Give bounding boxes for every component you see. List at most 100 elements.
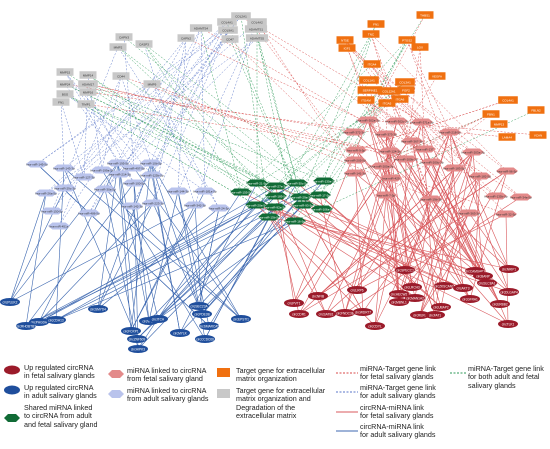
target-gene-degradation-node: MMP16: [79, 88, 97, 96]
adult-mirna-node: hsa-miR-26a-5p: [35, 189, 57, 197]
network-edge: [58, 75, 122, 227]
node-shape: [230, 188, 252, 196]
network-edge: [9, 187, 66, 303]
node-shape: [217, 18, 237, 26]
node-label: circLRP6: [351, 289, 364, 293]
node-shape: [16, 322, 36, 330]
node-shape: [35, 189, 57, 197]
network-edge: [64, 83, 323, 210]
node-shape: [460, 295, 480, 303]
node-label: LAMA4: [502, 136, 512, 140]
network-edge: [64, 21, 258, 189]
network-edge: [36, 29, 229, 165]
node-label: ADAMTS4: [194, 27, 209, 31]
fetal-mirna-node: hsa-miR-141-3p: [344, 169, 366, 177]
target-gene-ecm-node: TNC: [362, 30, 380, 38]
node-label: CAPN2: [181, 37, 191, 41]
network-edge: [150, 162, 200, 307]
network-edge: [274, 206, 464, 289]
target-gene-degradation-node: COL4A2: [247, 18, 267, 26]
node-shape: [208, 204, 230, 212]
network-edge: [323, 23, 377, 182]
node-label: LOX: [417, 46, 423, 50]
node-shape: [428, 72, 446, 80]
network-edge: [443, 175, 481, 287]
node-label: circPHGDH: [31, 321, 48, 325]
fetal-mirna-node: hsa-miR-363-3p: [458, 209, 480, 217]
node-shape: [357, 96, 375, 104]
node-label: hsa-miR-182-5p: [469, 175, 491, 179]
node-label: circCAMSAP1: [465, 270, 485, 274]
network-edge: [388, 90, 507, 215]
shared-mirna-node: hsa-miR-16-5p: [284, 217, 306, 225]
node-shape: [414, 145, 436, 153]
adult-circrna-node: circPLEK2: [0, 298, 20, 306]
node-label: FN1: [58, 101, 64, 105]
node-shape: [231, 12, 251, 20]
node-shape: [26, 160, 48, 168]
adult-mirna-node: hsa-miR-199a-5p: [90, 166, 114, 174]
fetal-mirna-node: hsa-miR-135b-5p: [484, 192, 508, 200]
node-label: circCCDC66: [196, 338, 214, 342]
node-shape: [405, 294, 425, 302]
network-edge: [434, 167, 455, 316]
network-edge: [97, 202, 154, 310]
adult-mirna-node: hsa-miR-486-5p: [78, 209, 100, 217]
node-shape: [498, 320, 518, 328]
node-shape: [335, 309, 355, 317]
fetal-circrna-node: circPVT1: [284, 299, 304, 307]
node-label: hsa-miR-32-5p: [496, 213, 516, 217]
node-label: TIMP1: [82, 103, 91, 107]
node-shape: [421, 158, 443, 166]
node-label: circWDR77: [355, 311, 371, 315]
node-label: circSATB1: [319, 313, 334, 317]
network-edge: [87, 83, 258, 184]
fetal-circrna-node: circZKSCAN1: [434, 282, 454, 290]
node-shape: [170, 329, 190, 337]
network-edge: [449, 131, 510, 270]
network-edge: [362, 151, 474, 313]
node-shape: [316, 310, 336, 318]
network-edge: [255, 28, 296, 222]
network-edge: [449, 131, 510, 293]
network-edge: [45, 21, 228, 194]
node-shape: [411, 43, 429, 51]
legend-swatch-shared-mirna: [4, 414, 20, 422]
network-edge: [148, 190, 179, 322]
node-shape: [378, 99, 396, 107]
network-edge: [143, 43, 325, 182]
fetal-circrna-node: circERBB2: [490, 300, 510, 308]
adult-mirna-node: hsa-miR-127-3p: [73, 173, 95, 181]
target-gene-degradation-node: MMP9: [143, 80, 161, 88]
adult-mirna-node: hsa-miR-451a: [48, 222, 70, 230]
network-edge: [268, 216, 376, 327]
node-label: circPVT1: [288, 302, 301, 306]
node-shape: [135, 40, 153, 48]
node-shape: [73, 173, 95, 181]
node-label: hsa-miR-106a-5p: [310, 208, 334, 212]
network-edge: [131, 205, 159, 320]
fetal-mirna-node: hsa-miR-429: [380, 174, 402, 182]
fetal-circrna-node: circSLC8A1: [477, 279, 497, 287]
node-label: circFNDC3B: [336, 312, 354, 316]
adult-circrna-node: circSMYD4: [88, 305, 108, 313]
network-edge: [120, 75, 323, 210]
network-edge: [60, 101, 85, 178]
node-shape: [375, 130, 397, 138]
network-edge: [468, 212, 510, 270]
legend-label-up-adult-circ: Up regulated circRNA in adult salivary g…: [24, 383, 97, 401]
adult-circrna-node: circZNF609: [127, 335, 147, 343]
target-gene-degradation-node: MMP24: [56, 80, 74, 88]
target-gene-ecm-node: FBLN2: [527, 106, 545, 114]
node-shape: [79, 71, 97, 79]
node-label: hsa-miR-124-3p: [379, 150, 401, 154]
node-label: ADAMTS5: [250, 37, 265, 41]
fetal-mirna-node: hsa-miR-19b-3p: [420, 195, 442, 203]
network-edge: [64, 93, 206, 192]
node-shape: [365, 322, 385, 330]
network-edge: [405, 158, 471, 300]
node-label: hsa-miR-486-5p: [78, 212, 100, 216]
target-gene-ecm-node: ITGA4: [363, 60, 381, 68]
network-edge: [275, 39, 408, 187]
node-shape: [141, 171, 163, 179]
